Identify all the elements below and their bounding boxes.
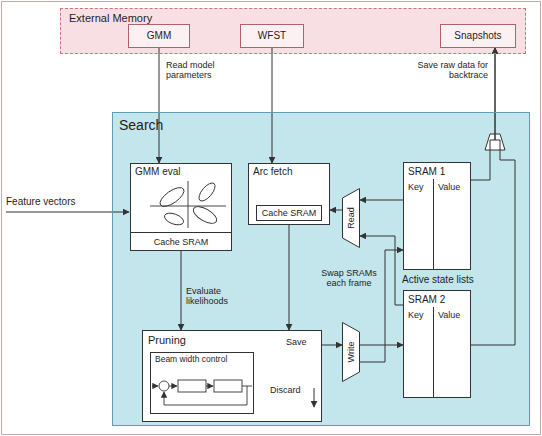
connector <box>471 48 515 345</box>
input-arrow <box>6 212 129 213</box>
connector <box>159 48 160 163</box>
node-title: Cache SRAM <box>262 208 317 218</box>
node-title: External Memory <box>69 12 152 25</box>
node-title: WFST <box>258 30 286 42</box>
cache-strip: Cache SRAM <box>131 232 231 250</box>
flow-label: Save raw data for backtrace <box>416 60 488 81</box>
box-fill <box>403 162 471 270</box>
box-fill <box>248 163 330 225</box>
box-fill <box>240 24 304 48</box>
process-box: Cache SRAM Arc fetch <box>248 163 330 225</box>
process-box: Cache SRAM GMM eval <box>130 163 232 251</box>
sram-table: SRAM 2 Key Value <box>403 290 471 398</box>
box-fill <box>403 290 471 398</box>
node-title: GMM <box>147 30 171 42</box>
node-title: Cache SRAM <box>154 236 209 246</box>
search-region: Cache SRAM GMM evalCache SRAM Arc fetchRea… <box>112 112 530 426</box>
connector <box>289 225 290 330</box>
column-divider <box>433 307 434 397</box>
column-header: Key <box>408 310 424 320</box>
cache-box: Cache SRAM <box>256 205 322 221</box>
mux-symbol: Read <box>342 188 360 248</box>
connector <box>272 48 273 163</box>
flow-label: Save <box>286 337 307 347</box>
node-title: Search <box>119 117 163 133</box>
sram-table: SRAM 1 Key Value <box>403 162 471 270</box>
control-box: Beam width control <box>150 352 254 414</box>
node-title: SRAM 1 <box>408 166 445 178</box>
box-fill <box>142 330 322 422</box>
column-header: Key <box>408 182 424 192</box>
node-title: SRAM 2 <box>408 294 445 306</box>
connector <box>360 200 403 201</box>
mux-symbol: Write <box>342 322 360 382</box>
box-fill <box>128 24 190 48</box>
memory-block: WFST <box>240 24 304 48</box>
node-title: Arc fetch <box>253 166 292 178</box>
node-title: Beam width control <box>155 355 227 365</box>
box-fill <box>440 24 516 48</box>
note-label: Swap SRAMs each frame <box>318 268 380 289</box>
box-fill <box>130 163 232 251</box>
column-header: Value <box>438 182 460 192</box>
box-fill <box>131 232 231 250</box>
box-fill <box>112 112 530 426</box>
connector <box>330 210 342 211</box>
node-title: Pruning <box>148 334 186 347</box>
box-fill <box>150 352 254 414</box>
connector <box>322 345 342 346</box>
flow-label: Evaluate likelihoods <box>186 286 246 307</box>
memory-block: Snapshots <box>440 24 516 48</box>
discard-arrow <box>314 388 315 407</box>
flow-label: Discard <box>270 385 301 395</box>
connector <box>360 250 403 362</box>
node-title: Read <box>346 207 356 229</box>
node-title: GMM eval <box>135 166 181 178</box>
input-label: Feature vectors <box>6 196 75 208</box>
column-divider <box>433 179 434 269</box>
column-header: Value <box>438 310 460 320</box>
memory-band: GMM WFST Snapshots External Memory <box>60 8 526 54</box>
memory-block: GMM <box>128 24 190 48</box>
node-title: Snapshots <box>454 30 501 42</box>
box-fill <box>60 8 526 54</box>
connector <box>181 251 182 330</box>
control-loop <box>152 380 252 405</box>
flow-label: Read model parameters <box>166 60 236 81</box>
node-title: Write <box>346 342 356 363</box>
connector <box>360 345 403 346</box>
gaussian-plot <box>150 180 226 228</box>
group-label: Active state lists <box>402 274 474 286</box>
box-fill <box>256 205 322 221</box>
